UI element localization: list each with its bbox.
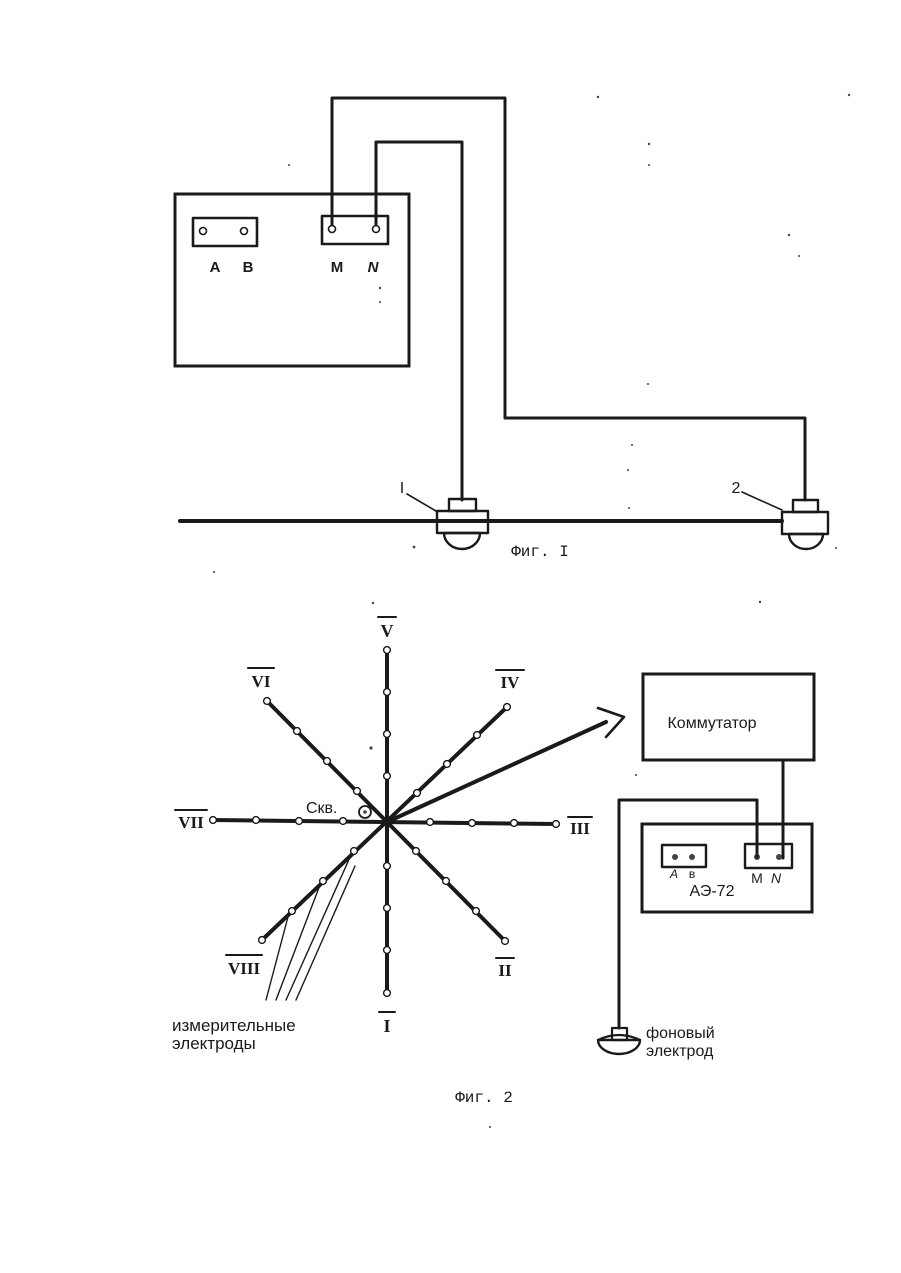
ae72-label-a: A <box>669 867 678 881</box>
ray-label-v: V <box>381 621 394 641</box>
ae72-label-m: M <box>751 870 763 886</box>
ray-label-i-group: I <box>379 1012 395 1036</box>
ae72-device-name: АЭ-72 <box>690 883 735 900</box>
electrode <box>384 863 391 870</box>
background-electrode-icon <box>598 1028 640 1054</box>
ray-label-viii-group: VIII <box>226 955 262 978</box>
electrode <box>264 698 271 705</box>
fig1-terminal-b <box>241 228 248 235</box>
electrode <box>443 878 450 885</box>
electrode <box>553 821 560 828</box>
fig1-leader-2 <box>742 492 782 510</box>
wire-m-to-background-electrode <box>619 800 757 1028</box>
switch-label: Коммутатор <box>667 715 756 732</box>
ae72-terminal-n <box>776 854 782 860</box>
figure-2: Скв. V VI IV VII III VIII II <box>172 617 814 1107</box>
electrode <box>384 647 391 654</box>
ray-label-vii-group: VII <box>175 810 207 832</box>
fig1-caption: Фиг. I <box>511 543 569 561</box>
ae72-label-n: N <box>771 870 782 886</box>
electrode <box>384 773 391 780</box>
ae72-terminal-a <box>672 854 678 860</box>
ray-label-iii-group: III <box>568 817 592 838</box>
well-label: Скв. <box>306 800 338 817</box>
electrode <box>320 878 327 885</box>
electrode <box>414 790 421 797</box>
background-electrode-label-line1: фоновый <box>646 1025 715 1042</box>
fig1-label-b: B <box>243 259 254 276</box>
fig1-terminal-m <box>329 226 336 233</box>
ray-label-vii: VII <box>178 813 204 832</box>
measuring-electrodes-label-line2: электроды <box>172 1034 256 1053</box>
ray-label-ii: II <box>498 961 512 980</box>
electrode <box>504 704 511 711</box>
ae72-terminal-block-mn <box>745 844 792 868</box>
ray-label-iv: IV <box>501 673 521 692</box>
electrode <box>384 947 391 954</box>
ae72-terminal-b <box>689 854 695 860</box>
electrode <box>259 937 266 944</box>
electrode <box>294 728 301 735</box>
electrode <box>384 905 391 912</box>
electrode <box>296 818 303 825</box>
fig1-label-m: M <box>331 259 344 276</box>
well-marker-center <box>363 810 367 814</box>
fig1-wire-n-to-sensor-1 <box>376 142 462 500</box>
ray-label-vi-group: VI <box>248 668 274 691</box>
measuring-electrodes-leaders <box>266 855 355 1000</box>
fig1-sensor-1-label: I <box>400 480 404 497</box>
electrode <box>351 848 358 855</box>
figure-1: A B M N I 2 Фиг. I <box>175 98 828 561</box>
signal-line-to-switch <box>387 722 606 822</box>
electrode <box>473 908 480 915</box>
fig1-terminal-n <box>373 226 380 233</box>
ae72-terminal-block-ab <box>662 845 706 867</box>
background-electrode-label-line2: электрод <box>646 1043 714 1060</box>
fig1-wire-m-to-sensor-2 <box>332 98 805 500</box>
electrode <box>444 761 451 768</box>
fig1-sensor-2 <box>782 500 828 549</box>
electrode <box>384 689 391 696</box>
fig1-measuring-device <box>175 194 409 366</box>
fig1-label-n: N <box>368 259 380 276</box>
electrode <box>253 817 260 824</box>
electrode <box>324 758 331 765</box>
fig1-label-a: A <box>210 259 221 276</box>
electrode <box>340 818 347 825</box>
fig1-terminal-a <box>200 228 207 235</box>
electrode <box>210 817 217 824</box>
ray-label-iv-group: IV <box>496 670 524 692</box>
ray-label-vi: VI <box>252 672 271 691</box>
electrode <box>511 820 518 827</box>
fig1-sensor-1 <box>437 499 488 549</box>
electrode <box>384 731 391 738</box>
measuring-electrodes-label-line1: измерительные <box>172 1016 296 1035</box>
fig2-caption: Фиг. 2 <box>455 1089 513 1107</box>
electrode <box>354 788 361 795</box>
ray-label-i: I <box>383 1016 390 1036</box>
ray-label-iii: III <box>570 819 590 838</box>
electrode <box>427 819 434 826</box>
ae72-label-b: в <box>689 867 695 881</box>
ray-label-ii-group: II <box>496 958 514 980</box>
electrode <box>502 938 509 945</box>
ray-label-v-group: V <box>378 617 396 641</box>
electrode <box>474 732 481 739</box>
electrode <box>413 848 420 855</box>
electrode <box>384 990 391 997</box>
ray-label-viii: VIII <box>228 959 261 978</box>
fig1-sensor-2-label: 2 <box>732 480 741 497</box>
fig1-leader-1 <box>407 494 436 511</box>
electrode <box>469 820 476 827</box>
